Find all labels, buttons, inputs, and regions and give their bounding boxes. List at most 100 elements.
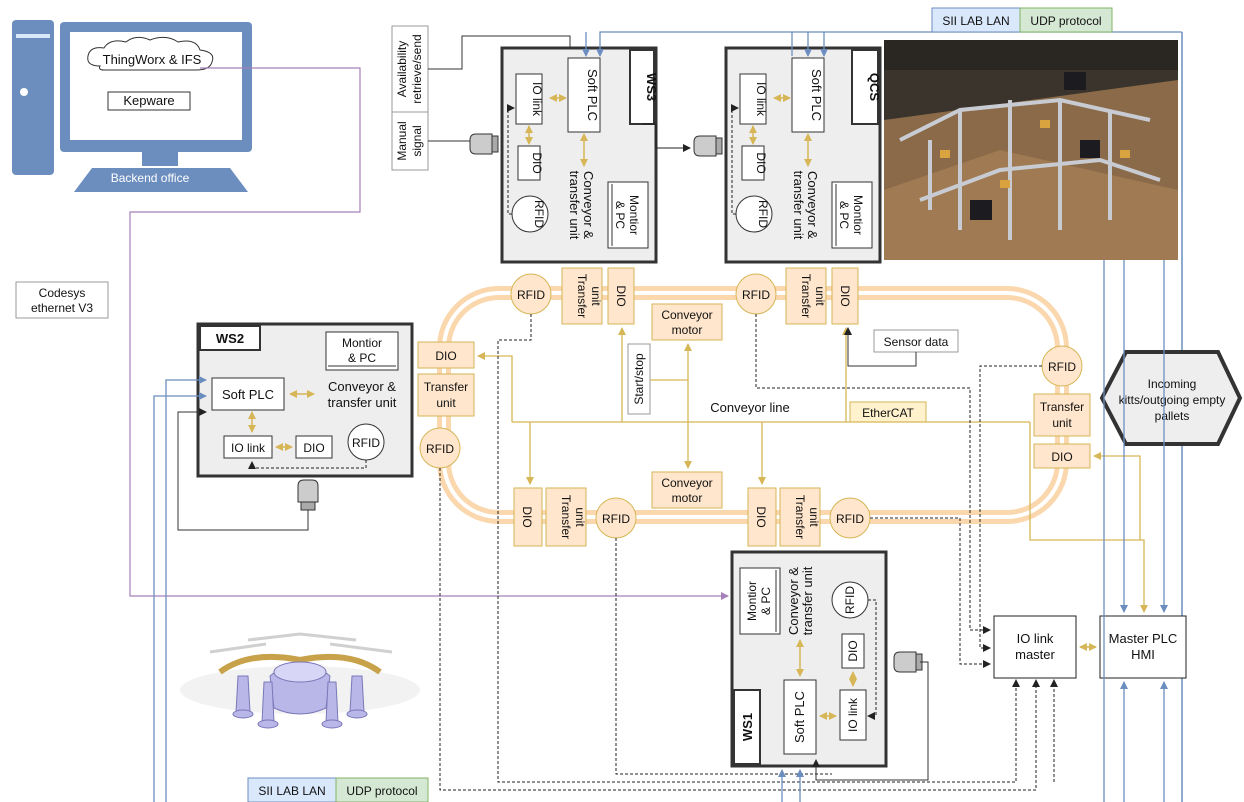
- svg-text:Transfer: Transfer: [424, 380, 468, 394]
- svg-text:retrieve/send: retrieve/send: [410, 34, 424, 103]
- lan-right-lines: [1103, 260, 1168, 802]
- svg-text:pallets: pallets: [1155, 409, 1190, 423]
- svg-text:Availability: Availability: [395, 41, 409, 97]
- svg-text:Montior: Montior: [342, 336, 382, 350]
- station-ws3: WS3 Soft PLC IO link DIO RFID Conveyor &…: [500, 46, 659, 264]
- svg-text:IO link: IO link: [846, 697, 860, 732]
- qcs-title: QCS: [867, 73, 882, 102]
- line-dio-ws3: DIO: [607, 267, 635, 325]
- svg-text:RFID: RFID: [756, 200, 770, 228]
- line-dio-qcs: DIO: [831, 267, 859, 325]
- svg-text:DIO: DIO: [754, 506, 768, 527]
- svg-text:ethernet V3: ethernet V3: [31, 301, 93, 315]
- svg-text:RFID: RFID: [352, 436, 380, 450]
- svg-text:DIO: DIO: [614, 285, 628, 306]
- svg-text:RFID: RFID: [532, 200, 546, 228]
- svg-text:Start/stop: Start/stop: [632, 353, 646, 405]
- line-rfid-ws2: RFID: [419, 427, 461, 469]
- svg-text:Transfer: Transfer: [799, 274, 813, 318]
- line-transfer-ws1a: Transfer unit: [545, 487, 587, 547]
- svg-text:Conveyor: Conveyor: [661, 476, 712, 490]
- svg-text:transfer unit: transfer unit: [328, 395, 397, 410]
- svg-text:Conveyor &: Conveyor &: [805, 171, 820, 239]
- svg-text:SII LAB LAN: SII LAB LAN: [258, 784, 325, 798]
- svg-text:unit: unit: [573, 507, 587, 527]
- svg-text:DIO: DIO: [838, 285, 852, 306]
- ethercat-label: EtherCAT: [849, 401, 927, 423]
- svg-text:IO link: IO link: [754, 82, 768, 117]
- line-dio-ws1b: DIO: [747, 487, 777, 547]
- line-motor-top: Conveyor motor: [651, 303, 723, 341]
- svg-text:unit: unit: [436, 396, 456, 410]
- svg-text:DIO: DIO: [435, 349, 456, 363]
- svg-text:Master PLC: Master PLC: [1109, 631, 1178, 646]
- svg-text:EtherCAT: EtherCAT: [862, 406, 914, 420]
- ws1-title: WS1: [740, 713, 755, 741]
- backend-link: [129, 67, 729, 600]
- codesys-label: Codesys ethernet V3: [15, 281, 109, 319]
- legend-bottom: SII LAB LAN UDP protocol: [247, 777, 429, 802]
- svg-text:DIO: DIO: [303, 441, 324, 455]
- svg-text:Conveyor: Conveyor: [661, 308, 712, 322]
- svg-text:unit: unit: [813, 286, 827, 306]
- svg-text:unit: unit: [589, 286, 603, 306]
- sensor-data-label: Sensor data: [873, 329, 959, 353]
- svg-text:DIO: DIO: [520, 506, 534, 527]
- svg-text:Incoming: Incoming: [1148, 377, 1197, 391]
- svg-text:Transfer: Transfer: [793, 495, 807, 539]
- svg-text:signal: signal: [410, 125, 424, 156]
- button-icon-ws1: [893, 651, 917, 673]
- svg-text:RFID: RFID: [1048, 360, 1076, 374]
- svg-text:transfer unit: transfer unit: [567, 171, 582, 240]
- svg-text:Conveyor &: Conveyor &: [328, 379, 396, 394]
- svg-text:Montior: Montior: [851, 195, 865, 235]
- svg-text:RFID: RFID: [836, 512, 864, 526]
- svg-text:unit: unit: [807, 507, 821, 527]
- svg-text:DIO: DIO: [754, 152, 768, 173]
- svg-text:Montior: Montior: [627, 195, 641, 235]
- backend-computer: ThingWorx & IFS Kepware Backend office: [12, 20, 252, 192]
- cloud-label: ThingWorx & IFS: [103, 52, 202, 67]
- legend-top: SII LAB LAN UDP protocol: [931, 7, 1113, 33]
- svg-text:transfer unit: transfer unit: [791, 171, 806, 240]
- cloud-icon: [87, 36, 214, 71]
- conveyor-line-label: Conveyor line: [710, 400, 790, 415]
- svg-text:Soft PLC: Soft PLC: [585, 69, 600, 121]
- line-transfer-right: Transfer unit: [1033, 393, 1091, 437]
- svg-text:RFID: RFID: [742, 288, 770, 302]
- svg-text:motor: motor: [672, 491, 703, 505]
- line-transfer-qcs: Transfer unit: [785, 267, 827, 325]
- ws3-title: WS3: [644, 73, 659, 101]
- svg-text:transfer unit: transfer unit: [800, 566, 815, 635]
- svg-text:& PC: & PC: [837, 201, 851, 229]
- line-transfer-ws2: Transfer unit: [417, 373, 475, 417]
- ethercat-bus: [477, 327, 1148, 613]
- manual-signal-label: Manual signal: [391, 111, 429, 171]
- svg-text:RFID: RFID: [517, 288, 545, 302]
- button-icon-ws3: [469, 133, 493, 155]
- line-transfer-ws1b: Transfer unit: [779, 487, 821, 547]
- svg-text:Transfer: Transfer: [1040, 400, 1084, 414]
- svg-text:IO link: IO link: [231, 441, 266, 455]
- master-plc-box: Master PLC HMI: [1099, 615, 1187, 679]
- kepware-label: Kepware: [123, 93, 174, 108]
- station-ws1: WS1 Montior & PC Conveyor & transfer uni…: [730, 550, 888, 768]
- line-transfer-ws3: Transfer unit: [561, 267, 603, 325]
- svg-text:Transfer: Transfer: [559, 495, 573, 539]
- line-dio-ws2: DIO: [417, 341, 475, 369]
- svg-text:Soft PLC: Soft PLC: [809, 69, 824, 121]
- svg-text:unit: unit: [1052, 416, 1072, 430]
- line-rfid-ws3: RFID: [510, 273, 552, 315]
- svg-text:Codesys: Codesys: [39, 286, 86, 300]
- svg-text:UDP protocol: UDP protocol: [1030, 14, 1101, 28]
- availability-label: Availability retrieve/send: [391, 25, 429, 113]
- line-rfid-qcs: RFID: [735, 273, 777, 315]
- svg-text:kitts/outgoing empty: kitts/outgoing empty: [1119, 393, 1226, 407]
- svg-text:RFID: RFID: [843, 586, 857, 614]
- line-rfid-ws1b: RFID: [829, 497, 871, 539]
- line-dio-ws1a: DIO: [513, 487, 543, 547]
- svg-text:Soft PLC: Soft PLC: [222, 387, 274, 402]
- svg-text:master: master: [1015, 647, 1055, 662]
- svg-text:Manual: Manual: [395, 121, 409, 160]
